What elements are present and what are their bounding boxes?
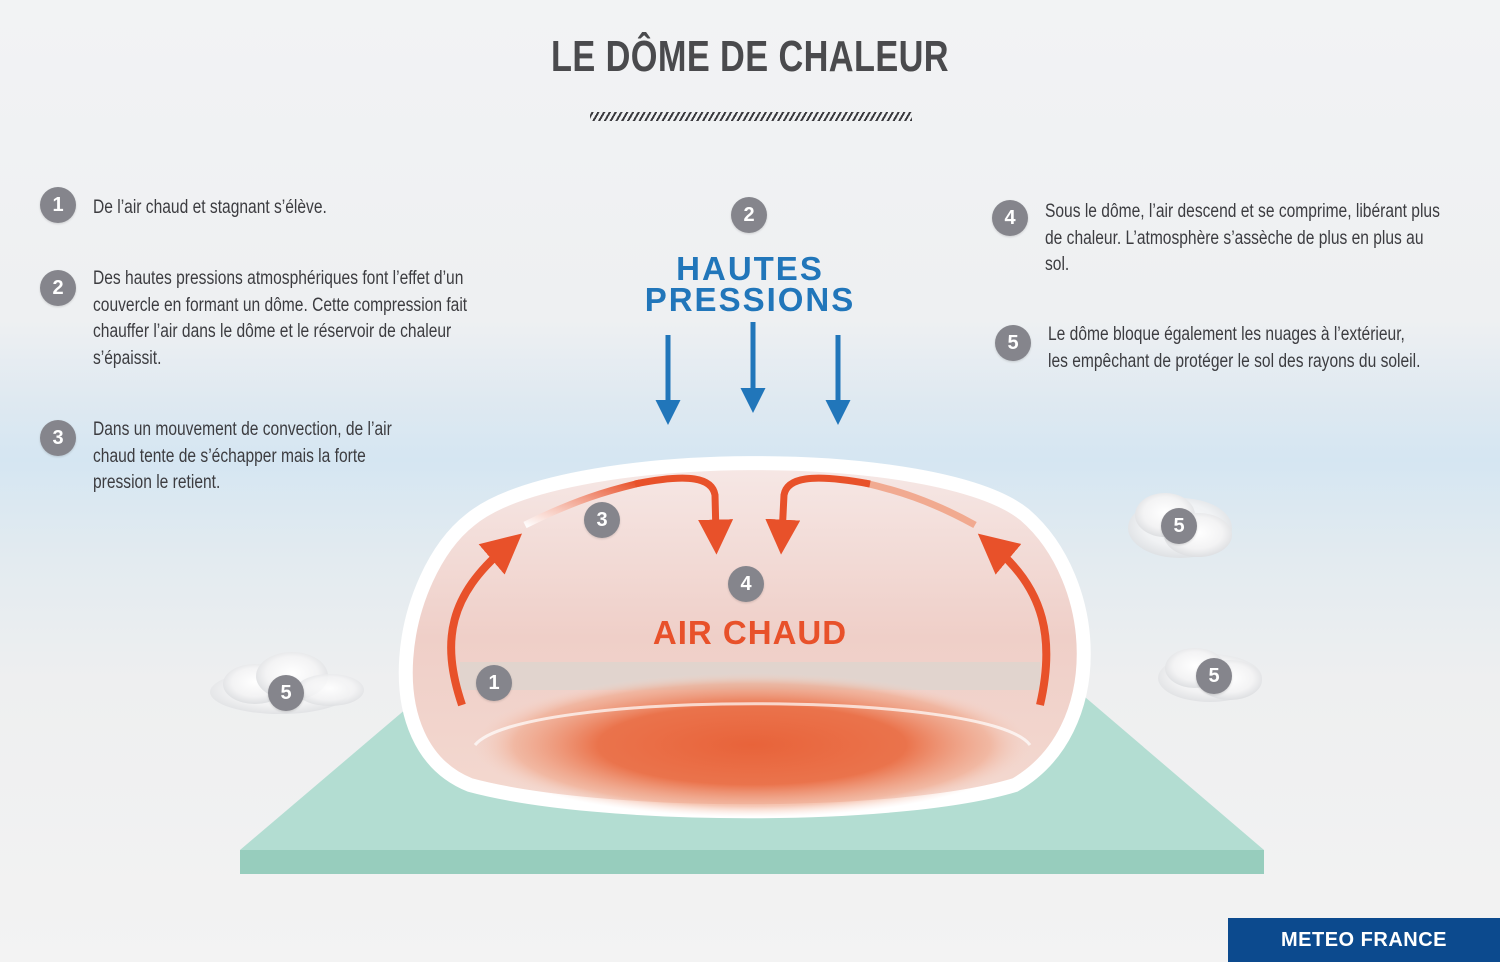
high-pressure-label-line1: HAUTES (676, 250, 824, 287)
marker-convection: 3 (584, 502, 620, 538)
legend-text-4: Sous le dôme, l’air descend et se compri… (1045, 201, 1440, 275)
legend-number-1: 1 (40, 187, 76, 223)
legend-item-3: Dans un mouvement de convection, de l’ai… (93, 417, 423, 497)
legend-item-4: Sous le dôme, l’air descend et se compri… (1045, 199, 1445, 279)
convection-arrow-right-fade (864, 479, 977, 529)
heat-reservoir (472, 673, 1032, 817)
legend-item-5: Le dôme bloque également les nuages à l’… (1048, 322, 1428, 375)
marker-cloud-right-bottom: 5 (1196, 658, 1232, 694)
ground-edge (240, 850, 1264, 874)
convection-arrow-left (634, 474, 734, 555)
brand-logo: METEO FRANCE (1228, 918, 1500, 962)
legend-number-3: 3 (40, 420, 76, 456)
legend-number-4: 4 (992, 200, 1028, 236)
legend-item-1: De l’air chaud et stagnant s’élève. (93, 195, 423, 222)
legend-text-1: De l’air chaud et stagnant s’élève. (93, 197, 327, 218)
legend-number-2: 2 (40, 270, 76, 306)
legend-text-2: Des hautes pressions atmosphériques font… (93, 268, 468, 369)
marker-cloud-right-top: 5 (1161, 508, 1197, 544)
marker-high-pressure: 2 (731, 197, 767, 233)
convection-arrow-right (765, 474, 871, 555)
rising-arrow-right (977, 533, 1051, 706)
legend-text-5: Le dôme bloque également les nuages à l’… (1048, 324, 1421, 372)
marker-rising-air: 1 (476, 665, 512, 701)
title-divider (590, 112, 912, 121)
legend-text-3: Dans un mouvement de convection, de l’ai… (93, 419, 392, 493)
high-pressure-label-line2: PRESSIONS (644, 281, 856, 318)
marker-cloud-left: 5 (268, 675, 304, 711)
rising-arrow-left (447, 533, 523, 707)
page-title: LE DÔME DE CHALEUR (551, 32, 949, 81)
warm-air-label: AIR CHAUD (652, 614, 848, 651)
marker-descending-air: 4 (728, 566, 764, 602)
heat-reservoir-rim (473, 702, 1032, 746)
legend-number-5: 5 (995, 325, 1031, 361)
convection-arrow-left-fade (523, 479, 641, 529)
legend-item-2: Des hautes pressions atmosphériques font… (93, 266, 493, 372)
